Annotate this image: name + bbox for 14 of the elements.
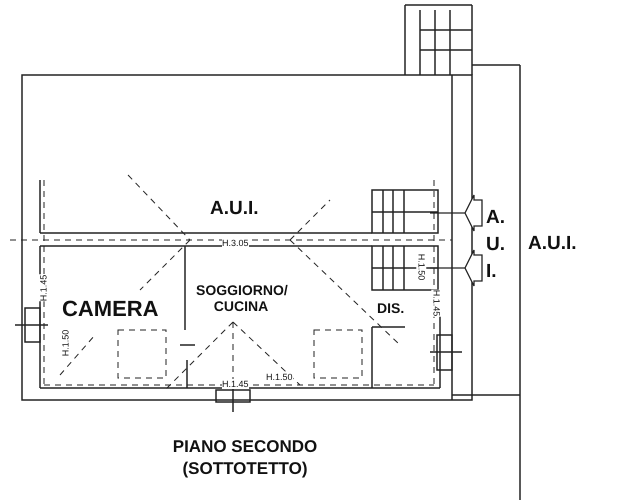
- room-label: A. U. I.: [486, 206, 506, 284]
- room-label: A.U.I.: [210, 198, 259, 220]
- room-label: A.U.I.: [528, 233, 577, 255]
- height-label: H.1.45: [222, 379, 249, 389]
- height-label: H.1.45: [431, 290, 442, 316]
- plan-title: PIANO SECONDO (SOTTOTETTO): [172, 436, 318, 480]
- room-label: SOGGIORNO/ CUCINA: [196, 282, 286, 314]
- height-label: H.1.50: [416, 254, 426, 280]
- room-label: CAMERA: [62, 296, 159, 322]
- height-label: H.1.50: [60, 330, 70, 356]
- height-label: H.3.05: [222, 238, 249, 248]
- height-label: H.1.45: [38, 274, 48, 302]
- height-label: H.1.50: [266, 372, 293, 382]
- room-label: DIS.: [377, 300, 404, 316]
